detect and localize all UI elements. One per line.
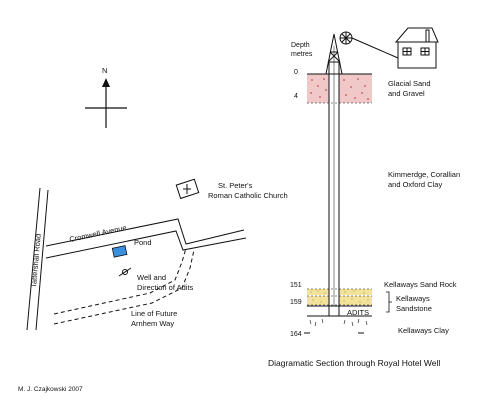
clay-marks [309, 318, 368, 327]
pond-label: Pond [134, 238, 152, 247]
well-section [304, 27, 439, 334]
glacial-layer-left [307, 74, 329, 103]
sand-rock-layer-left [307, 289, 329, 295]
church-label-line2: Roman Catholic Church [208, 191, 288, 200]
adit-direction-line [118, 267, 132, 277]
depth-heading-line2: metres [291, 51, 313, 58]
well-label-line1: Well and [137, 273, 166, 282]
tattershall-road-edge-left [26, 187, 41, 331]
location-map [26, 178, 247, 331]
glacial-label-line1: Glacial Sand [388, 79, 431, 88]
headframe-icon [325, 31, 399, 75]
well-label-line2: Direction of Adits [137, 283, 194, 292]
kellaways-sandstone-label-line1: Kellaways [396, 294, 430, 303]
cromwell-avenue-edge-lower [45, 230, 247, 259]
sand-rock-layer-right [339, 289, 372, 295]
depth-label-151: 151 [290, 282, 302, 289]
kimmeridge-label-line1: Kimmerdge, Corallian [388, 170, 460, 179]
sandstone-layer-right [339, 296, 372, 305]
church-building [175, 178, 200, 200]
compass-north-label: N [102, 66, 107, 75]
sand-texture [310, 290, 369, 303]
cromwell-avenue-edge-upper [45, 218, 245, 247]
sandstone-layer-left [307, 296, 329, 305]
cromwell-avenue-label: Cromwell Avenue [69, 223, 128, 244]
church-label-line1: St. Peter's [218, 181, 253, 190]
kimmeridge-label-line2: and Oxford Clay [388, 180, 442, 189]
depth-label-4: 4 [294, 93, 298, 100]
engine-house-icon [394, 27, 439, 69]
gravel-dots [310, 78, 369, 100]
future-way-dashed-upper [53, 247, 187, 315]
depth-label-0: 0 [294, 69, 298, 76]
section-caption: Diagramatic Section through Royal Hotel … [268, 358, 440, 368]
future-way-label-line1: Line of Future [131, 309, 177, 318]
tattershall-road-edge-right [35, 189, 49, 331]
kellaways-sandstone-label-line2: Sandstone [396, 304, 432, 313]
compass-arrow-icon [102, 78, 110, 87]
pond-icon [111, 245, 128, 258]
author-credit: M. J. Czajkowski 2007 [18, 386, 83, 393]
future-way-dashed-lower [53, 249, 195, 325]
kellaways-clay-label: Kellaways Clay [398, 326, 449, 335]
depth-label-159: 159 [290, 299, 302, 306]
sandstone-bracket [386, 291, 392, 313]
kellaways-sand-rock-label: Kellaways Sand Rock [384, 280, 457, 289]
glacial-label-line2: and Gravel [388, 89, 425, 98]
adits-label: ADITS [347, 308, 369, 317]
future-way-label-line2: Arnhem Way [131, 319, 174, 328]
compass: N [85, 66, 127, 128]
depth-heading-line1: Depth [291, 42, 310, 49]
depth-label-164: 164 [290, 331, 302, 338]
